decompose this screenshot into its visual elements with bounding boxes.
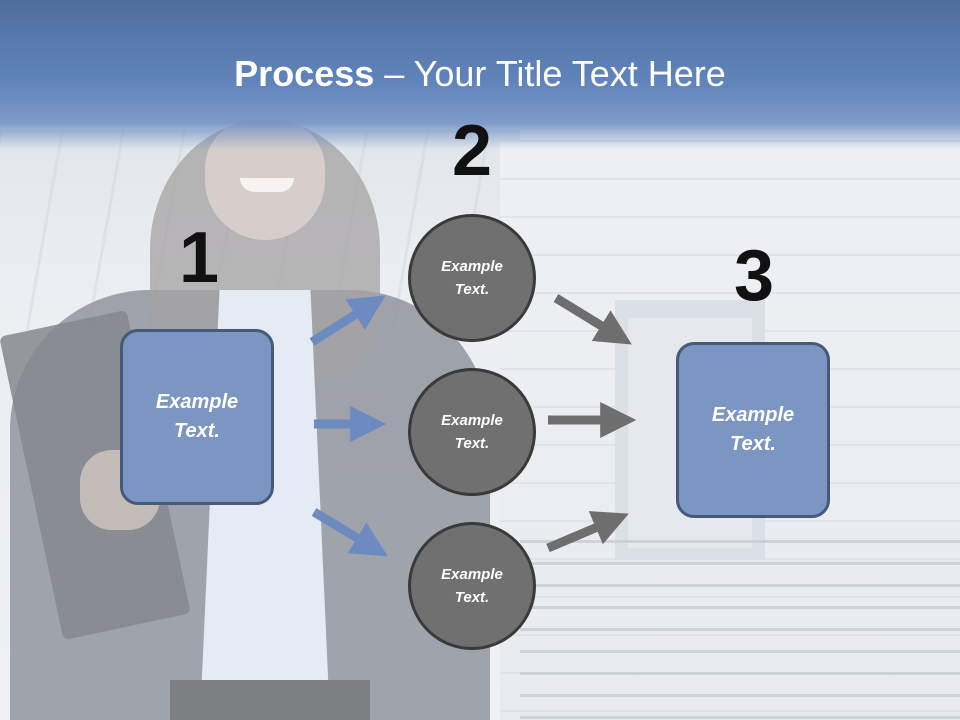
circle-3: Example Text.	[408, 522, 536, 650]
step-number-2: 2	[451, 111, 493, 191]
left-box: Example Text.	[120, 329, 274, 505]
title-rest: – Your Title Text Here	[374, 53, 726, 94]
circle-2: Example Text.	[408, 368, 536, 496]
circle-2-label: Example Text.	[441, 412, 503, 452]
step-number-3: 3	[733, 236, 775, 316]
arrow-box1-to-circle3	[311, 508, 388, 557]
circle-3-label: Example Text.	[441, 566, 503, 606]
right-box-label: Example Text.	[711, 404, 795, 455]
right-box: Example Text.	[676, 342, 830, 518]
left-box-label: Example Text.	[155, 391, 239, 442]
arrow-circle1-to-box3	[553, 294, 632, 345]
title-bold: Process	[234, 53, 375, 94]
arrow-box1-to-circle1	[309, 295, 386, 346]
arrow-circle3-to-box3	[546, 511, 629, 553]
slide-title: Process – Your Title Text Here	[0, 52, 960, 96]
title-band	[0, 0, 960, 150]
circle-1-label: Example Text.	[441, 258, 503, 298]
step-number-1: 1	[178, 218, 220, 298]
circle-1: Example Text.	[408, 214, 536, 342]
